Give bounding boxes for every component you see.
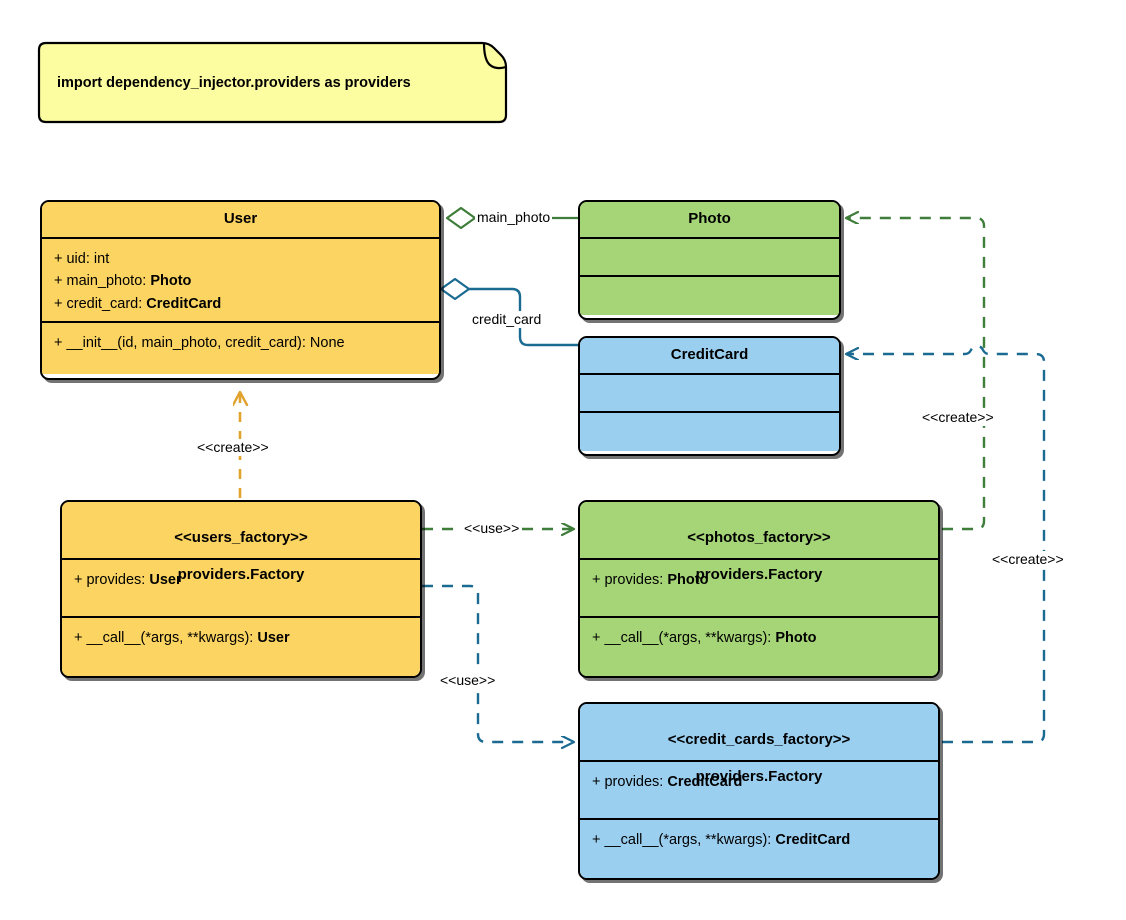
edge-label-create-credit-card: <<create>> xyxy=(990,551,1066,568)
class-attributes-photo xyxy=(580,238,839,277)
class-title-users-factory: <<users_factory>> providers.Factory xyxy=(62,502,420,583)
method-prefix: + __init__(id, main_photo, credit_card): xyxy=(54,334,310,351)
class-attributes-users-factory: + provides: User xyxy=(62,560,420,618)
class-attributes-photos-factory: + provides: Photo xyxy=(580,560,938,618)
attribute-row: + main_photo: Photo xyxy=(54,270,429,292)
class-title-photos-factory: <<photos_factory>> providers.Factory xyxy=(580,502,938,583)
attribute-row: + uid: int xyxy=(54,248,429,270)
attribute-prefix: + provides: xyxy=(592,572,668,588)
method-prefix: + __call__(*args, **kwargs): xyxy=(592,630,776,646)
class-name-photos-factory: providers.Factory xyxy=(695,566,823,584)
note-text: import dependency_injector.providers as … xyxy=(57,75,411,91)
attribute-prefix: + credit_card: xyxy=(54,295,147,312)
class-attributes-credit-card xyxy=(580,374,839,413)
method-type: CreditCard xyxy=(775,832,851,848)
attribute-prefix: + provides: xyxy=(74,572,150,588)
attribute-type: Photo xyxy=(667,572,709,588)
edge-label-credit-card: credit_card xyxy=(470,311,544,328)
method-row: + __call__(*args, **kwargs): User xyxy=(74,627,410,649)
method-prefix: + __call__(*args, **kwargs): xyxy=(74,630,258,646)
class-title-photo: Photo xyxy=(580,202,839,239)
class-box-user[interactable]: User + uid: int + main_photo: Photo + cr… xyxy=(40,200,441,380)
method-row: + __call__(*args, **kwargs): Photo xyxy=(592,627,928,649)
class-methods-credit-cards-factory: + __call__(*args, **kwargs): CreditCard xyxy=(580,820,938,878)
method-type: Photo xyxy=(775,630,817,646)
class-methods-photo xyxy=(580,276,839,315)
attribute-type: CreditCard xyxy=(146,295,222,312)
edge-label-main-photo: main_photo xyxy=(475,209,553,226)
edge-label-create-photo: <<create>> xyxy=(920,409,996,426)
attribute-prefix: + uid: xyxy=(54,250,94,267)
class-title-credit-cards-factory: <<credit_cards_factory>> providers.Facto… xyxy=(580,704,938,785)
class-title-user: User xyxy=(42,202,439,239)
method-row: + __call__(*args, **kwargs): CreditCard xyxy=(592,829,928,851)
attribute-type: CreditCard xyxy=(667,774,743,790)
class-box-photo[interactable]: Photo xyxy=(578,200,841,320)
class-attributes-credit-cards-factory: + provides: CreditCard xyxy=(580,762,938,820)
class-box-credit-cards-factory[interactable]: <<credit_cards_factory>> providers.Facto… xyxy=(578,702,940,880)
edge-label-create-user: <<create>> xyxy=(195,439,271,456)
attribute-prefix: + main_photo: xyxy=(54,273,151,290)
attribute-type: int xyxy=(93,250,110,267)
class-methods-users-factory: + __call__(*args, **kwargs): User xyxy=(62,618,420,676)
class-methods-user: + __init__(id, main_photo, credit_card):… xyxy=(42,322,439,374)
method-prefix: + __call__(*args, **kwargs): xyxy=(592,832,776,848)
attribute-prefix: + provides: xyxy=(592,774,668,790)
attribute-type: Photo xyxy=(150,273,192,290)
class-methods-photos-factory: + __call__(*args, **kwargs): Photo xyxy=(580,618,938,676)
class-title-credit-card: CreditCard xyxy=(580,338,839,375)
attribute-type: User xyxy=(149,572,182,588)
attribute-row: + provides: CreditCard xyxy=(592,771,928,793)
note-import-statement: import dependency_injector.providers as … xyxy=(39,43,506,122)
method-row: + __init__(id, main_photo, credit_card):… xyxy=(54,332,429,354)
class-stereotype-credit-cards-factory: <<credit_cards_factory>> xyxy=(667,730,851,748)
class-box-photos-factory[interactable]: <<photos_factory>> providers.Factory + p… xyxy=(578,500,940,678)
attribute-row: + credit_card: CreditCard xyxy=(54,293,429,315)
edge-label-use-credit-cards: <<use>> xyxy=(438,672,498,689)
attribute-row: + provides: User xyxy=(74,569,410,591)
class-stereotype-users-factory: <<users_factory>> xyxy=(174,528,308,546)
method-type: None xyxy=(309,334,345,351)
edge-users-use-credit-cards xyxy=(422,584,574,742)
class-name-credit-cards-factory: providers.Factory xyxy=(695,768,823,786)
edge-photos-factory-create-photo xyxy=(846,218,986,531)
class-name-users-factory: providers.Factory xyxy=(177,566,305,584)
class-box-users-factory[interactable]: <<users_factory>> providers.Factory + pr… xyxy=(60,500,422,678)
class-box-credit-card[interactable]: CreditCard xyxy=(578,336,841,456)
attribute-row: + provides: Photo xyxy=(592,569,928,591)
class-attributes-user: + uid: int + main_photo: Photo + credit_… xyxy=(42,238,439,323)
class-stereotype-photos-factory: <<photos_factory>> xyxy=(687,528,831,546)
method-type: User xyxy=(257,630,290,646)
class-methods-credit-card xyxy=(580,412,839,451)
edge-label-use-photos: <<use>> xyxy=(462,520,522,537)
